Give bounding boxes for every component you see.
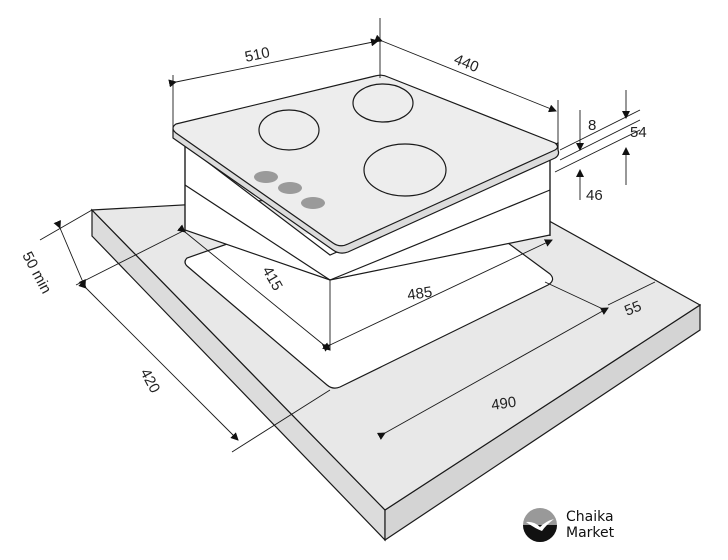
seagull-logo-icon (523, 508, 557, 542)
dim-countertop-depth: 420 (136, 366, 163, 396)
dim-cutout-width: 485 (406, 284, 433, 304)
logo-line2: Market (566, 525, 615, 541)
burner-front-large (363, 143, 447, 197)
dim-hob-depth: 440 (452, 51, 482, 76)
burner-left (258, 109, 320, 151)
dim-total-height: 54 (630, 124, 647, 141)
dim-body-height: 46 (586, 187, 603, 204)
control-knob (301, 197, 325, 209)
dimension-lines (39, 18, 656, 453)
dim-glass-thickness: 8 (588, 117, 596, 134)
control-knob (254, 171, 278, 183)
dim-rear-clearance: 55 (622, 298, 644, 320)
hob-glass (172, 74, 560, 254)
dim-hob-width: 510 (243, 44, 271, 66)
control-knob (278, 182, 302, 194)
logo-line1: Chaika (566, 509, 614, 525)
dim-countertop-cutout-width: 490 (490, 394, 517, 414)
dim-front-clearance: 50 min (18, 249, 54, 297)
chaika-market-logo: Chaika Market (522, 507, 614, 543)
